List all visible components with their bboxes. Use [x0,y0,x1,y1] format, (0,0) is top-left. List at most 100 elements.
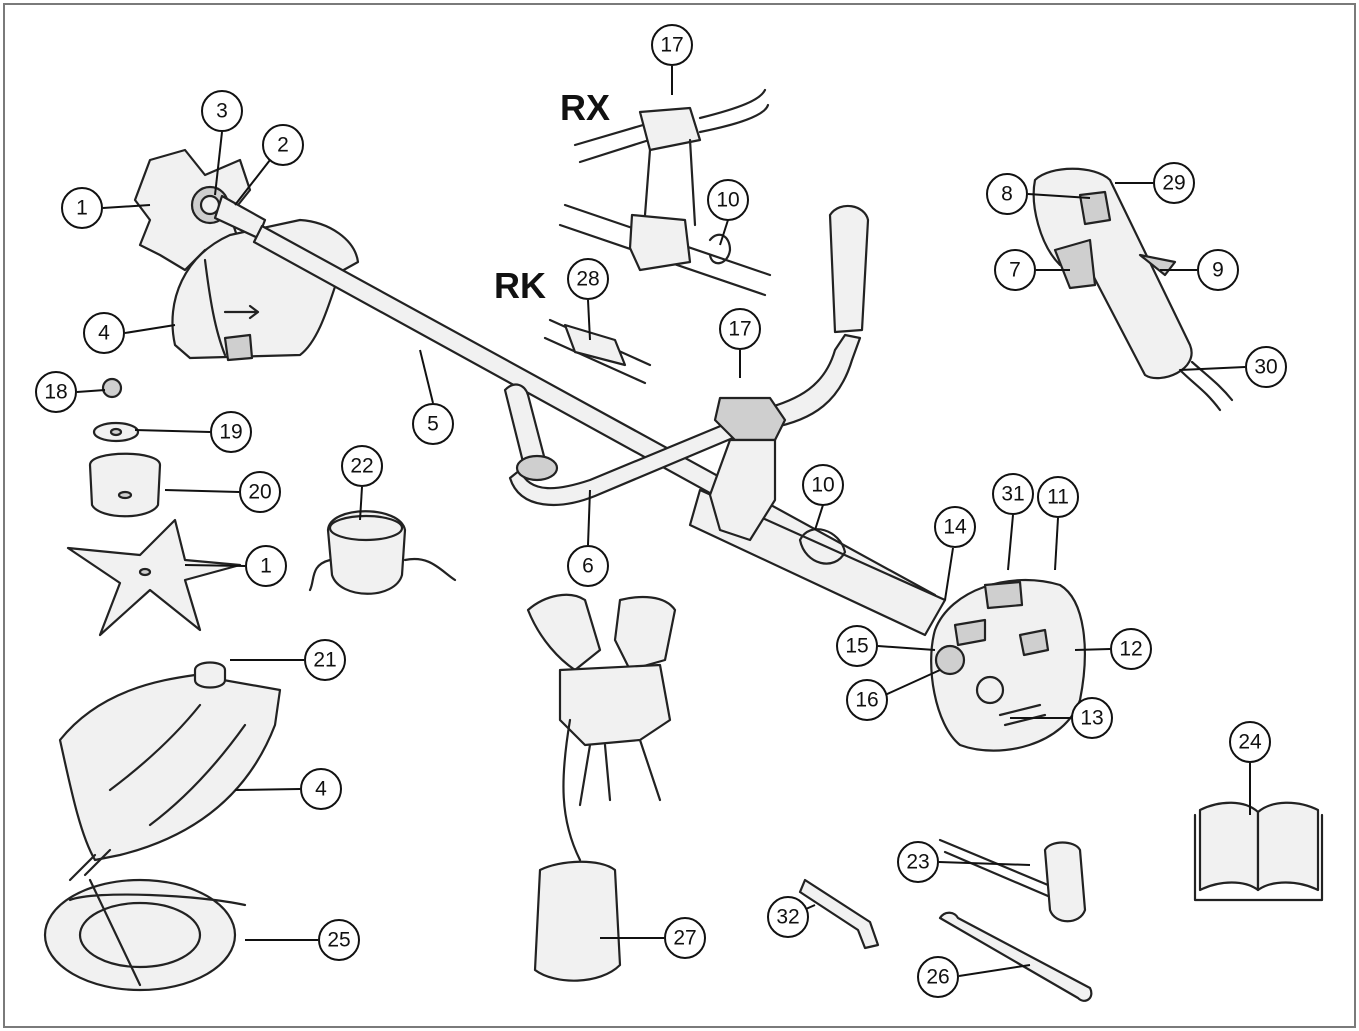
rk-clamp [563,323,627,367]
svg-text:5: 5 [427,413,439,436]
svg-text:30: 30 [1254,356,1277,379]
harness-straps [562,718,662,862]
rx-clamp-10 [708,233,732,265]
svg-text:24: 24 [1238,731,1262,754]
hex-key [798,878,880,950]
washer-hole [109,427,123,437]
rx-arm [643,138,697,227]
right-grip [828,204,870,334]
locking-pin [938,911,1093,1002]
callout-c10a: 10 [707,179,749,246]
guard-bolt [193,661,227,689]
throttle-cable [1178,360,1234,412]
right-shoulder-strap [613,595,677,672]
svg-text:31: 31 [1001,483,1024,506]
air-filter-vents [953,618,987,647]
callout-c22: 22 [341,445,383,521]
callout-c17b: 17 [719,308,761,378]
callout-c4b: 4 [234,768,342,810]
manual-right-page [1256,801,1320,892]
blade-fixing-parts [66,377,242,637]
guard-clip [223,333,254,362]
handlebar-tube [508,418,742,506]
callout-c1b: 1 [184,545,287,587]
throttle-handle-body [1032,167,1193,380]
trimmer-line [308,557,457,592]
throttle-trigger [1053,238,1097,290]
callout-c25: 25 [245,919,360,961]
callout-c29: 29 [1115,162,1195,204]
starter-handle [1018,628,1050,657]
callout-c8: 8 [986,173,1091,215]
diagram-frame [3,3,1356,1028]
svg-text:19: 19 [219,421,242,444]
rk-shaft-detail [543,318,652,385]
callout-c6: 6 [567,489,609,587]
grass-guard-assembly [58,661,282,882]
svg-text:15: 15 [845,635,868,658]
guard-arrow [223,304,260,320]
svg-text:1: 1 [76,197,88,220]
callout-layer: 1 2 3 4 5 18 19 20 1 22 21 4 25 17 10 28… [35,24,1287,998]
svg-text:16: 16 [855,689,878,712]
svg-text:7: 7 [1009,259,1021,282]
svg-text:1: 1 [260,555,272,578]
svg-text:10: 10 [811,474,834,497]
socket-wrench-head [1043,841,1087,923]
svg-text:8: 8 [1001,183,1013,206]
svg-text:4: 4 [98,322,110,345]
svg-text:28: 28 [576,268,599,291]
callout-c20: 20 [164,471,281,513]
harness-hip-pad [533,860,622,982]
callout-c11: 11 [1037,476,1079,571]
engine-unit [930,578,1086,752]
callout-c14: 14 [934,506,976,601]
svg-text:12: 12 [1119,638,1142,661]
svg-text:4: 4 [315,778,327,801]
trimmer-head [308,510,457,595]
shaft-stub [68,848,112,882]
four-tooth-blade [66,518,242,637]
primer-bulb [934,644,966,676]
engine-fins [998,703,1047,727]
callout-c30: 30 [1179,346,1287,388]
flange-hole [117,490,133,500]
svg-text:32: 32 [776,906,799,929]
manual-cover [1193,813,1324,902]
rx-handle-detail [558,88,772,297]
shaft-clamp-10 [798,528,847,565]
svg-text:29: 29 [1162,172,1185,195]
svg-text:18: 18 [44,381,67,404]
variant-label-rk: RK [494,265,546,306]
svg-text:17: 17 [728,318,751,341]
left-grip [503,383,547,472]
callout-c28: 28 [567,258,609,341]
svg-text:17: 17 [660,34,683,57]
callout-c1a: 1 [61,187,151,229]
tools [798,838,1093,1002]
callout-c16: 16 [846,669,941,721]
svg-text:2: 2 [277,134,289,157]
transport-guard-strap [68,878,247,987]
rx-upper-tube-right [698,88,770,134]
manual-left-page [1198,801,1260,892]
callout-c12: 12 [1074,628,1152,670]
rx-clamp [638,106,702,152]
callout-c5: 5 [412,349,454,445]
callout-c17a: 17 [651,24,693,95]
callout-c3: 3 [201,90,243,196]
right-handle-tube [758,333,862,430]
callout-c21: 21 [230,639,346,681]
svg-text:21: 21 [313,649,336,672]
svg-text:25: 25 [327,929,350,952]
svg-text:14: 14 [943,516,967,539]
throttle-handle [1032,167,1234,412]
harness [526,593,677,982]
callout-c4a: 4 [83,312,176,354]
svg-text:3: 3 [216,100,228,123]
callout-c9: 9 [1160,249,1239,291]
callout-c18: 18 [35,371,106,413]
transport-guard [43,878,247,992]
callout-c23: 23 [897,841,1031,883]
